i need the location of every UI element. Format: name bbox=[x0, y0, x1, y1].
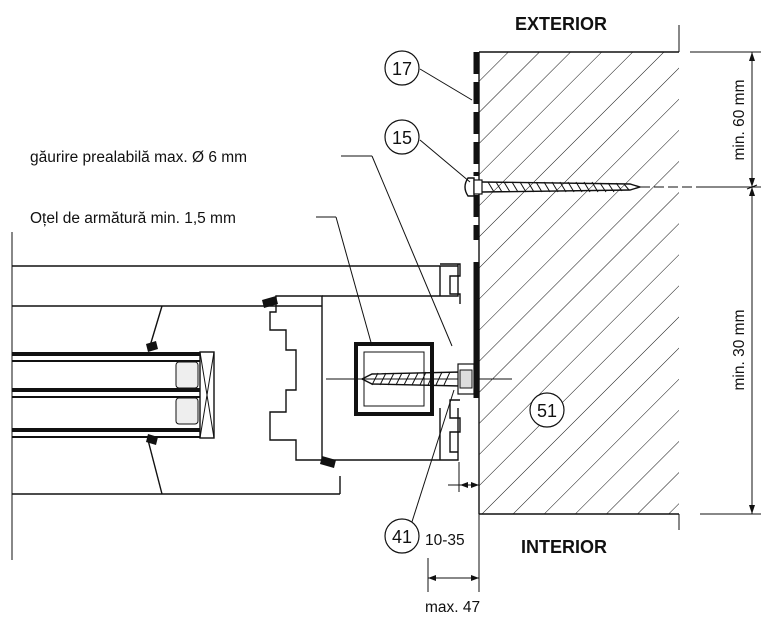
masonry-wall bbox=[478, 25, 680, 530]
dimension-lines-bottom bbox=[427, 462, 480, 592]
svg-text:15: 15 bbox=[392, 128, 412, 148]
dim-47-label: max. 47 bbox=[425, 599, 480, 616]
callout-41: 41 bbox=[384, 518, 420, 554]
dimension-lines-right bbox=[690, 51, 761, 515]
predrill-label: găurire prealabilă max. Ø 6 mm bbox=[30, 149, 247, 166]
top-screw bbox=[464, 177, 700, 197]
leader-lines bbox=[316, 68, 473, 529]
frame-screw bbox=[326, 363, 512, 395]
svg-text:51: 51 bbox=[537, 401, 557, 421]
window-profile bbox=[11, 232, 461, 560]
svg-text:17: 17 bbox=[392, 59, 412, 79]
dim-1035-label: 10-35 bbox=[425, 532, 465, 549]
callout-51: 51 bbox=[529, 392, 565, 428]
interior-label: INTERIOR bbox=[521, 537, 607, 557]
callout-17: 17 bbox=[384, 50, 420, 86]
dim-60-label: min. 60 mm bbox=[731, 80, 748, 161]
callout-15: 15 bbox=[384, 119, 420, 155]
exterior-label: EXTERIOR bbox=[515, 14, 607, 34]
dim-30-label: min. 30 mm bbox=[731, 310, 748, 391]
svg-text:41: 41 bbox=[392, 527, 412, 547]
steel-label: Oțel de armătură min. 1,5 mm bbox=[30, 210, 236, 227]
